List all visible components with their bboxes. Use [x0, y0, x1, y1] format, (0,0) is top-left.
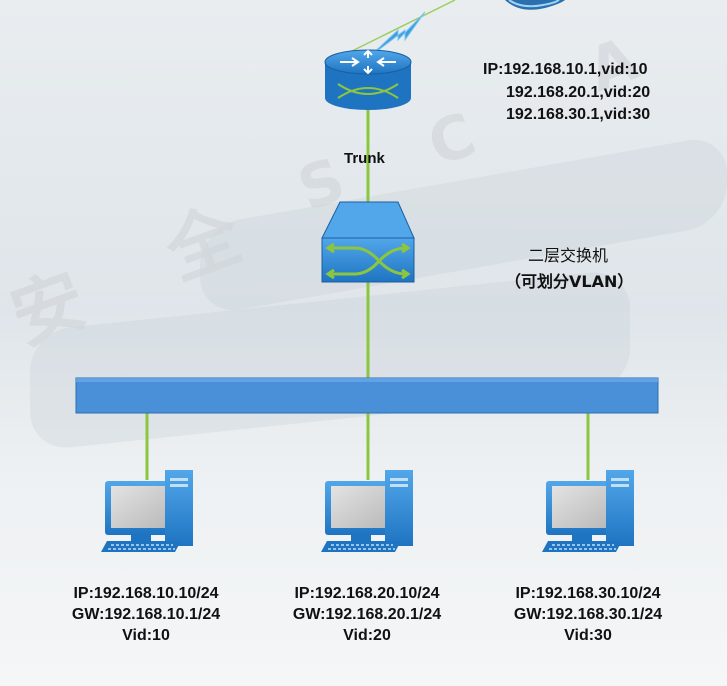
lan-bus — [75, 377, 659, 414]
pc-vlan-id: Vid:10 — [122, 627, 170, 644]
pc-vlan-id: Vid:30 — [564, 627, 612, 644]
pc-label-3: IP:192.168.30.10/24 GW:192.168.30.1/24 V… — [488, 583, 688, 646]
lightning-icon — [349, 0, 456, 59]
switch-subtitle: （可划分VLAN） — [505, 272, 634, 291]
pc-gateway: GW:192.168.20.1/24 — [292, 606, 442, 623]
pc-icon — [542, 470, 634, 552]
trunk-label: Trunk — [344, 150, 385, 167]
router-ip-line: 192.168.20.1,vid:20 — [506, 84, 651, 101]
switch-title: 二层交换机 — [528, 246, 609, 265]
pc-ip: IP:192.168.10.10/24 — [73, 585, 219, 602]
pc-vlan-id: Vid:20 — [343, 627, 391, 644]
pc-label-2: IP:192.168.20.10/24 GW:192.168.20.1/24 V… — [267, 583, 467, 646]
pc-gateway: GW:192.168.30.1/24 — [513, 606, 663, 623]
pc-ip: IP:192.168.20.10/24 — [294, 585, 440, 602]
pc-gateway: GW:192.168.10.1/24 — [71, 606, 221, 623]
pc-ip: IP:192.168.30.10/24 — [515, 585, 661, 602]
pc-label-1: IP:192.168.10.10/24 GW:192.168.10.1/24 V… — [46, 583, 246, 646]
router-ip-line: IP:192.168.10.1,vid:10 — [483, 61, 648, 78]
pc-icon — [321, 470, 413, 552]
cloud-icon — [505, 0, 565, 10]
switch-icon — [321, 201, 415, 283]
router-ip-line: 192.168.30.1,vid:30 — [506, 106, 651, 123]
router-icon — [324, 49, 412, 110]
pc-icon — [101, 470, 193, 552]
